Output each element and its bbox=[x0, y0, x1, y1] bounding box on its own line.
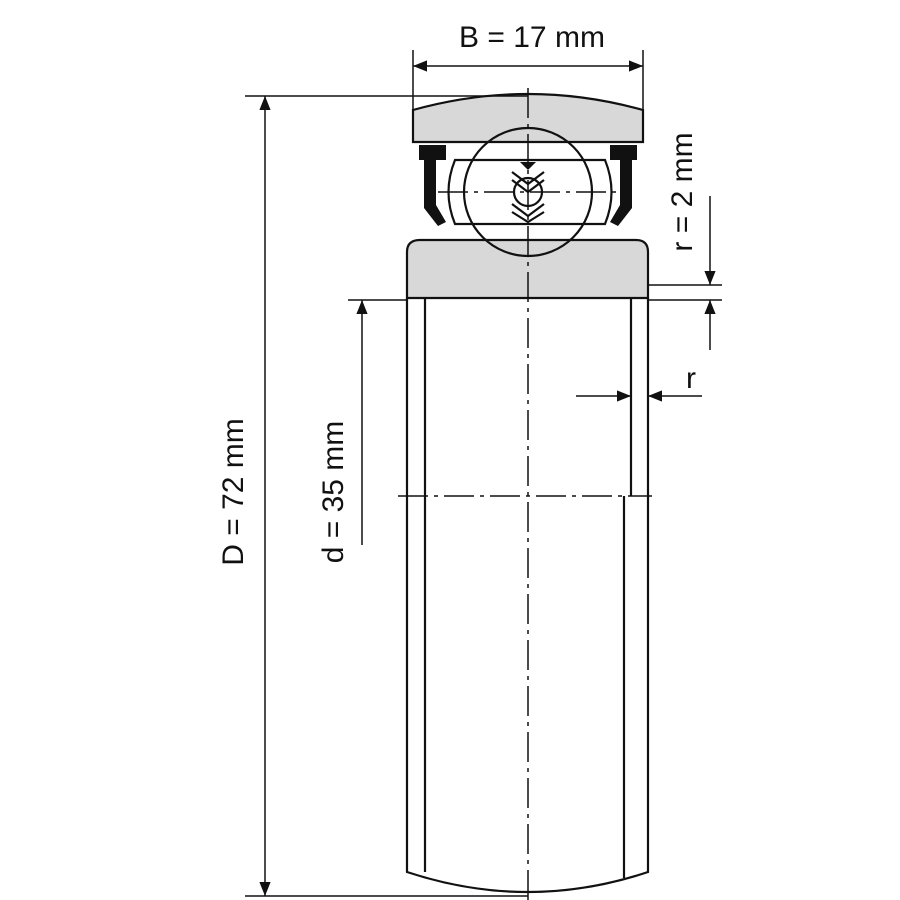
dimension-r-horizontal: r bbox=[576, 362, 702, 402]
raceway-window bbox=[447, 158, 613, 226]
dimension-d-inner: d = 35 mm bbox=[317, 299, 407, 564]
radius-short-label: r bbox=[686, 362, 696, 395]
radius-value-label: r = 2 mm bbox=[666, 132, 699, 251]
inner-ring bbox=[405, 238, 650, 300]
dimension-b: B = 17 mm bbox=[412, 21, 644, 142]
dimension-d: D = 72 mm bbox=[217, 95, 528, 897]
right-seal bbox=[610, 145, 637, 226]
dimension-r-vertical: r = 2 mm bbox=[648, 132, 722, 350]
left-seal bbox=[419, 145, 446, 226]
inner-diameter-label: d = 35 mm bbox=[317, 421, 350, 564]
outer-diameter-label: D = 72 mm bbox=[217, 418, 250, 566]
width-label: B = 17 mm bbox=[459, 21, 605, 54]
